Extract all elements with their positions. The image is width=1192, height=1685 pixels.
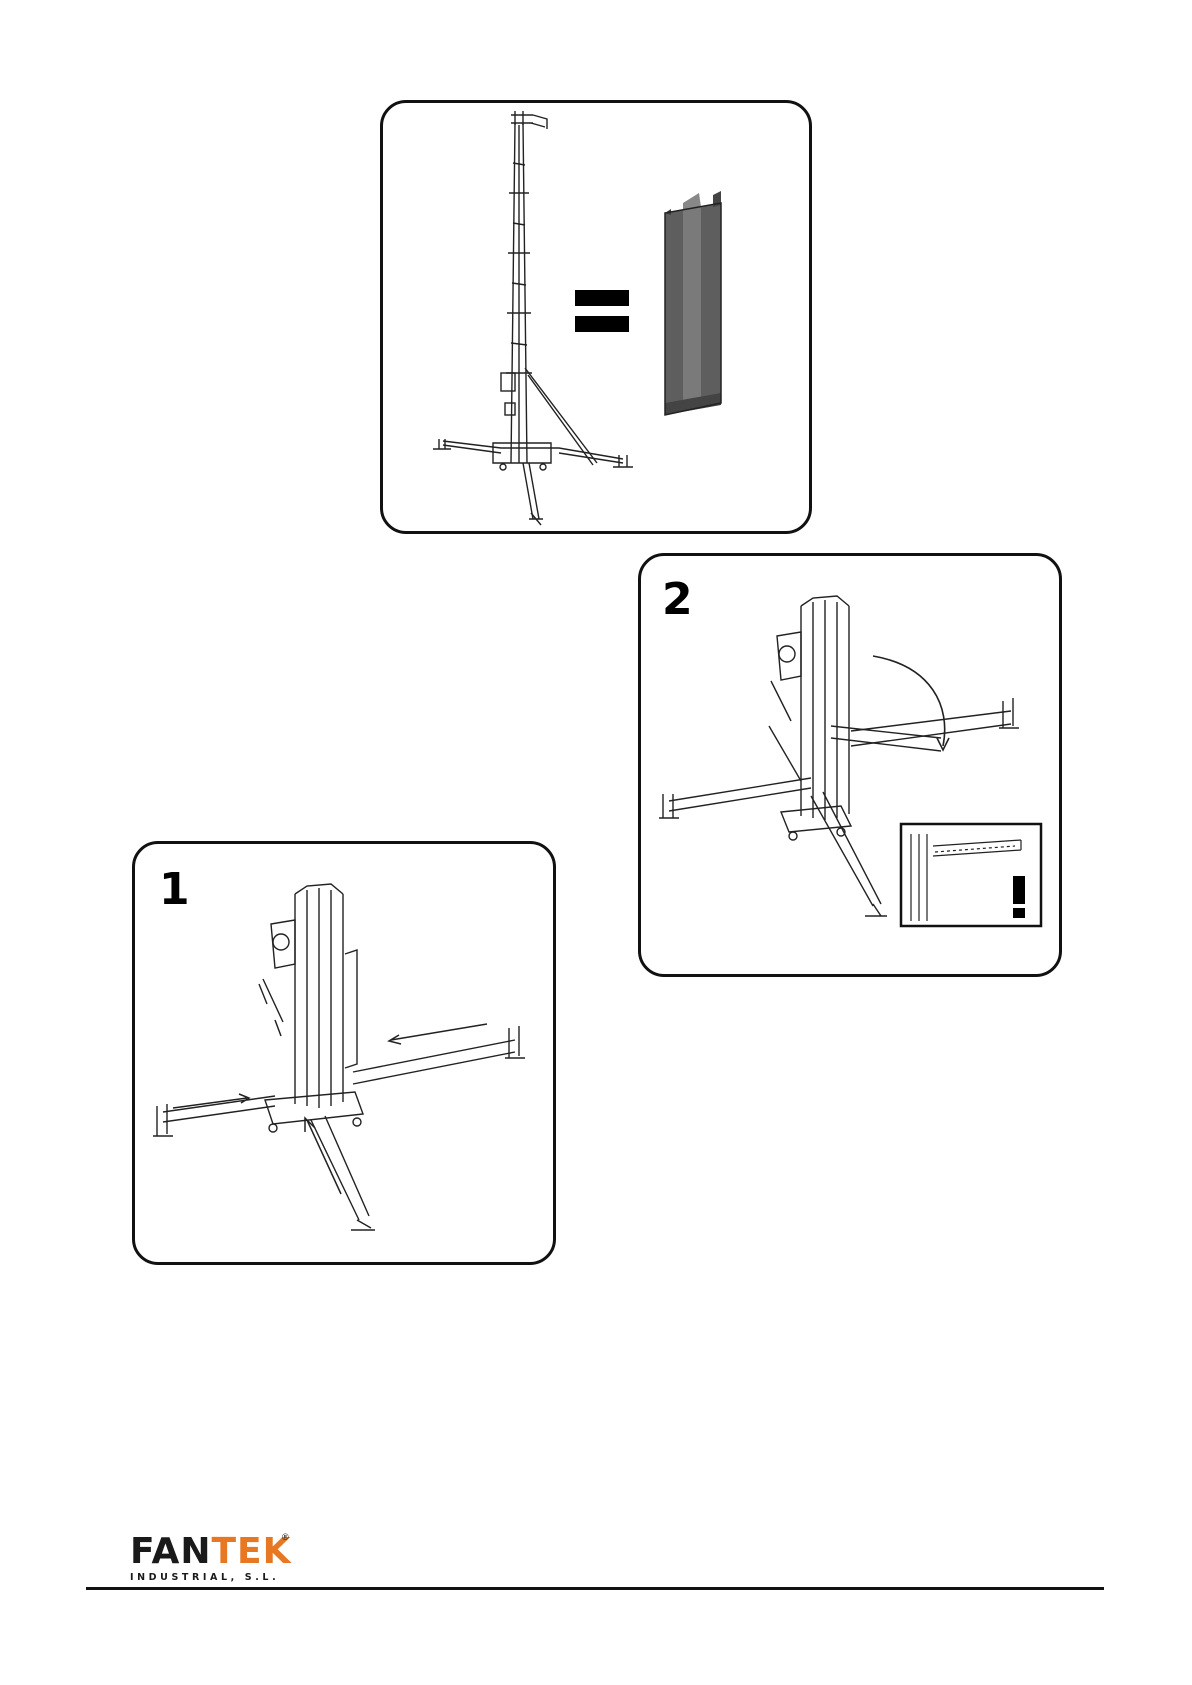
step-1-illustration xyxy=(135,844,559,1268)
logo-subtitle: INDUSTRIAL, S.L. xyxy=(130,1572,292,1583)
footer-divider xyxy=(86,1587,1104,1590)
step-2-panel: 2 xyxy=(638,553,1062,977)
lift-tower-equals-beam-illustration xyxy=(383,103,815,537)
step-2-illustration xyxy=(641,556,1065,980)
logo-wordmark: FANTEK xyxy=(130,1534,292,1570)
warning-exclamation-icon xyxy=(1013,876,1025,918)
steel-i-beam-icon xyxy=(665,191,721,415)
step-2-inset xyxy=(901,824,1041,926)
logo-fan: FAN xyxy=(130,1531,211,1572)
logo-registered-mark: ® xyxy=(282,1532,289,1542)
equivalence-panel xyxy=(380,100,812,534)
logo-tek: TEK xyxy=(211,1531,291,1572)
step-1-panel: 1 xyxy=(132,841,556,1265)
equals-icon xyxy=(575,290,629,332)
fantek-logo: FANTEK ® INDUSTRIAL, S.L. xyxy=(130,1534,292,1583)
